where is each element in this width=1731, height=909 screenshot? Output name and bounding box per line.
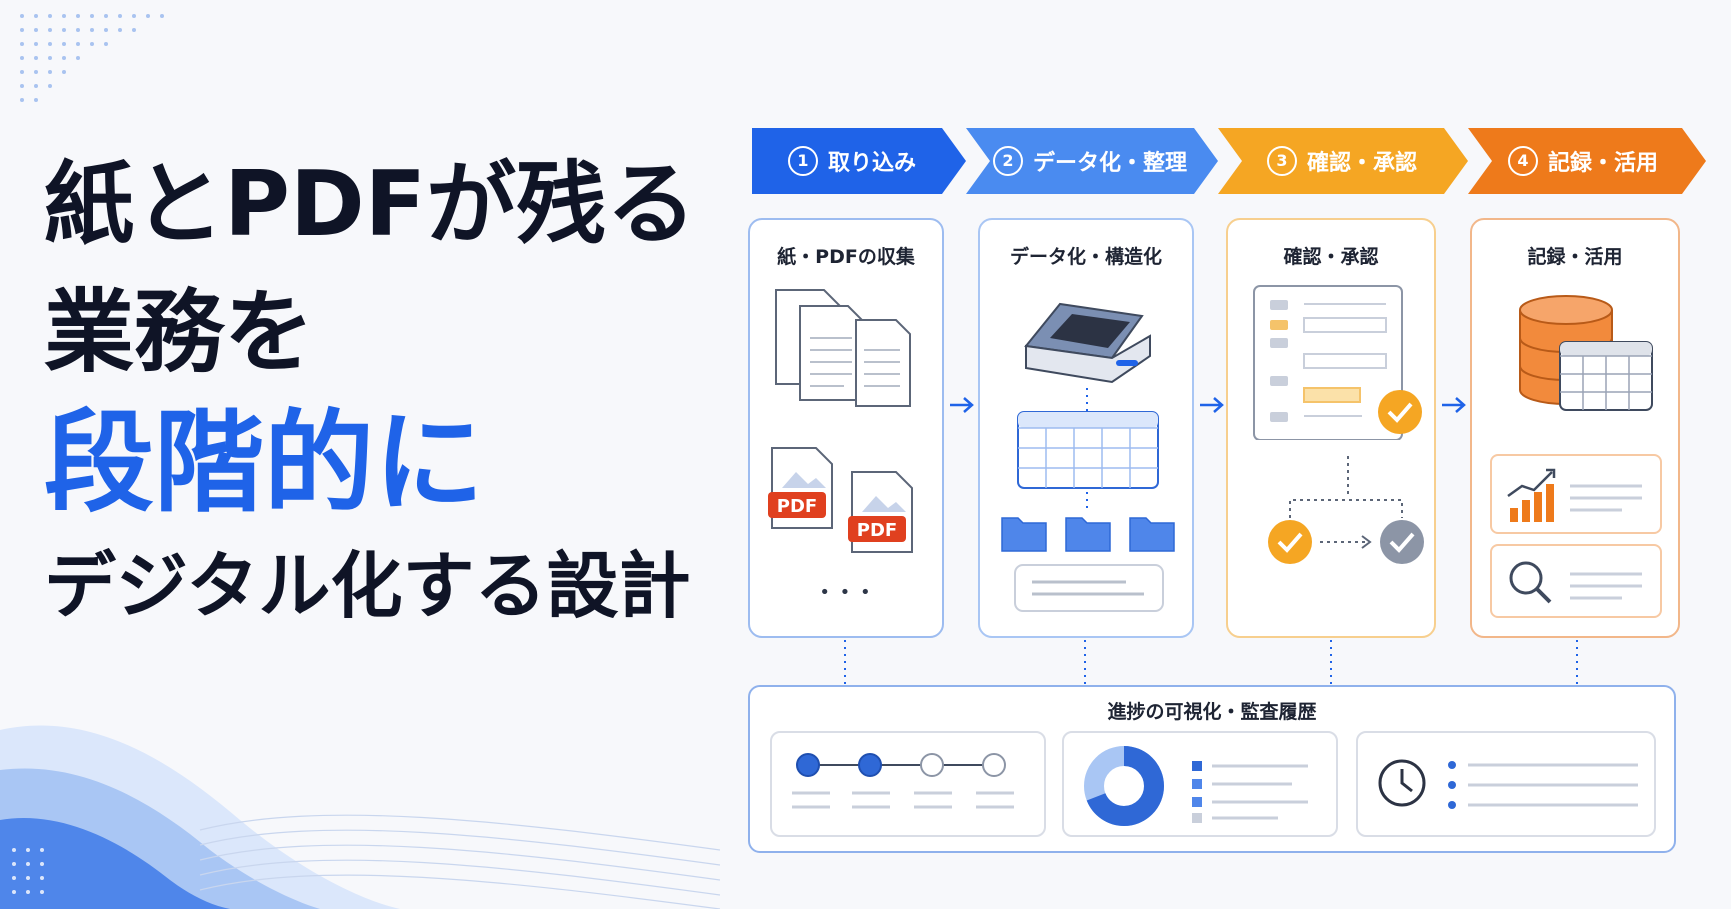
folders-icon (1001, 517, 1175, 552)
checklist-form-icon (1253, 285, 1422, 440)
card-approve: 確認・承認 (1226, 218, 1436, 638)
connector-dots (1086, 492, 1088, 512)
step-3-banner: 3 確認・承認 (1232, 128, 1452, 194)
step-1-chevron (752, 128, 966, 194)
step-4-number: 4 (1507, 146, 1538, 176)
connector-dots (1576, 640, 1578, 684)
connector-dots (1330, 640, 1332, 684)
headline: 紙とPDFが残る 業務を 段階的に デジタル化する設計 (44, 152, 734, 628)
scanner-icon (1024, 302, 1151, 384)
step-3-number: 3 (1266, 146, 1297, 176)
progress-tracker (770, 731, 1046, 837)
pdf-file-icon (768, 447, 833, 529)
step-1-banner: 1 取り込み (752, 128, 952, 194)
card-collect-title: 紙・PDFの収集 (777, 246, 915, 268)
progress-steps-icon (792, 753, 1014, 809)
database-icon (1519, 295, 1653, 411)
step-1-number: 1 (787, 146, 818, 176)
step-3-chevron (1218, 128, 1468, 194)
monitoring-panel-title: 進捗の可視化・監査履歴 (1107, 701, 1317, 723)
card-digitize: データ化・構造化 (978, 218, 1194, 638)
more-ellipsis: • • • (819, 582, 873, 603)
pdf-label-1: PDF (776, 496, 818, 517)
card-approve-title: 確認・承認 (1283, 246, 1379, 268)
headline-line-2: 業務を (44, 280, 314, 385)
search-icon (1509, 561, 1642, 604)
pdf-file-icon (848, 471, 913, 553)
pdf-label-2: PDF (856, 520, 898, 541)
step-2-chevron (966, 128, 1218, 194)
bar-chart-icon (1507, 468, 1642, 522)
headline-line-3-tail: に (374, 399, 484, 527)
step-1-label: 取り込み (827, 151, 916, 176)
donut-chart-icon (1084, 746, 1308, 826)
analytics-panel (1490, 454, 1662, 534)
step-2-label: データ化・整理 (1032, 151, 1187, 176)
headline-emphasis: 段階的 (44, 399, 374, 527)
headline-line-1: 紙とPDFが残る (44, 152, 697, 257)
card-digitize-title: データ化・構造化 (1009, 246, 1162, 268)
connector-dots (1086, 388, 1088, 418)
headline-line-4: デジタル化する設計 (44, 544, 691, 628)
connector-dots (844, 640, 846, 684)
search-panel (1490, 544, 1662, 618)
arrow-right-icon (1442, 397, 1466, 413)
step-banner-shapes (752, 128, 1706, 194)
step-3-label: 確認・承認 (1306, 151, 1417, 176)
arrow-right-icon (950, 397, 974, 413)
decorative-dots (20, 14, 164, 102)
decorative-wave (0, 725, 720, 909)
step-4-chevron (1468, 128, 1706, 194)
connector-dots (1084, 640, 1086, 684)
data-table-icon (1017, 411, 1159, 489)
approval-flow-icon (1268, 456, 1424, 564)
card-record: 記録・活用 (1470, 218, 1680, 638)
text-box-icon (1014, 564, 1164, 612)
clock-icon (1378, 759, 1638, 809)
headline-line-3: 段階的に (44, 408, 734, 518)
step-4-banner: 4 記録・活用 (1478, 128, 1688, 194)
card-collect: 紙・PDFの収集 PDF PDF • • • (748, 218, 944, 638)
step-2-banner: 2 データ化・整理 (980, 128, 1200, 194)
monitoring-panel: 進捗の可視化・監査履歴 (748, 685, 1676, 853)
status-summary (1062, 731, 1338, 837)
audit-log (1356, 731, 1656, 837)
arrow-right-icon (1200, 397, 1224, 413)
step-2-number: 2 (992, 146, 1023, 176)
step-4-label: 記録・活用 (1547, 151, 1658, 176)
card-record-title: 記録・活用 (1527, 246, 1623, 268)
paper-documents-icon (775, 289, 911, 407)
